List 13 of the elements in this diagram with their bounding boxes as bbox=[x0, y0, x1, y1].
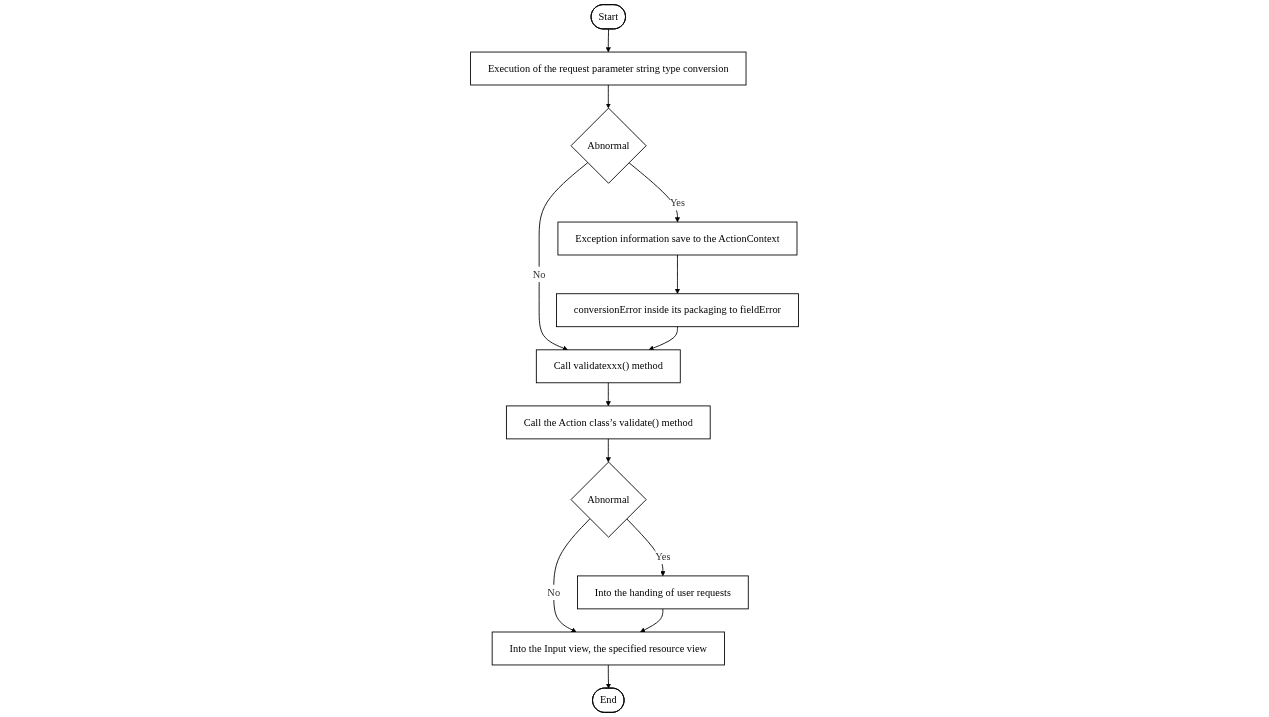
node-box: Into the handing of user requests bbox=[577, 575, 749, 610]
node-box: Call validatexxx() method bbox=[535, 349, 681, 384]
node-box: conversionError inside its packaging to fieldError bbox=[556, 293, 799, 328]
edge-label: Yes bbox=[655, 550, 671, 563]
node-box: Call the Action class’s validate() method bbox=[505, 405, 711, 440]
node-box: Exception information save to the ActionContext bbox=[557, 221, 798, 256]
edge-label: No bbox=[547, 586, 561, 598]
edge-label: No bbox=[532, 268, 546, 280]
node-diamond: Abnormal bbox=[570, 461, 647, 538]
node-box: Into the Input view, the specified resource view bbox=[491, 631, 725, 666]
node-diamond: Abnormal bbox=[570, 107, 647, 184]
node-box: Execution of the request parameter string type conversion bbox=[470, 51, 747, 86]
edge-label: Yes bbox=[669, 196, 686, 209]
